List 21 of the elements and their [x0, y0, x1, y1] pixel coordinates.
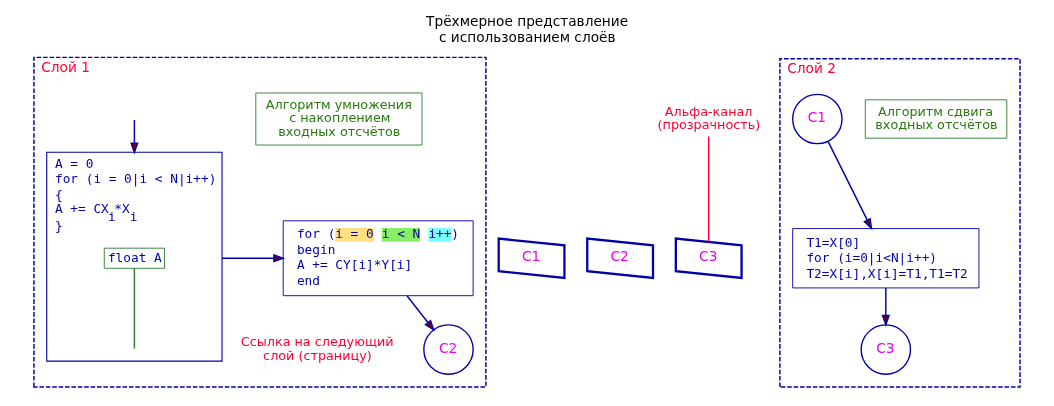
node-box: T1=X[0] for (i=0|i<N|i++) T2=X[i],X[i]=T1,T1=T2: [792, 228, 980, 289]
arrow: [130, 119, 139, 155]
node-box: for (i = 0 i < N i++) begin A += CY[i]*Y[i] end: [282, 220, 474, 297]
arrow: [221, 254, 286, 263]
node-label: Ссылка на следующий слой (страницу): [240, 334, 394, 363]
arrow: [881, 287, 891, 327]
arrow: [406, 295, 436, 332]
node-box: float A: [103, 247, 165, 269]
node-box: C1: [497, 237, 566, 280]
node-circle: C2: [423, 324, 474, 375]
arrow: [827, 140, 873, 231]
node-circle: C1: [792, 93, 843, 145]
node-box: Алгоритм сдвига входных отсчётов: [864, 99, 1008, 139]
node-circle: C3: [860, 324, 912, 375]
node-box: C2: [586, 237, 655, 280]
connector: [133, 267, 136, 350]
node-box: C3: [674, 237, 743, 280]
diagram-title: Трёхмерное представление с использованием слоёв: [426, 13, 629, 45]
node-text: Альфа-канал (прозрачность): [657, 103, 761, 133]
connector: [707, 135, 710, 243]
node-box: Алгоритм умножения с накоплением входных отсчётов: [255, 92, 423, 146]
